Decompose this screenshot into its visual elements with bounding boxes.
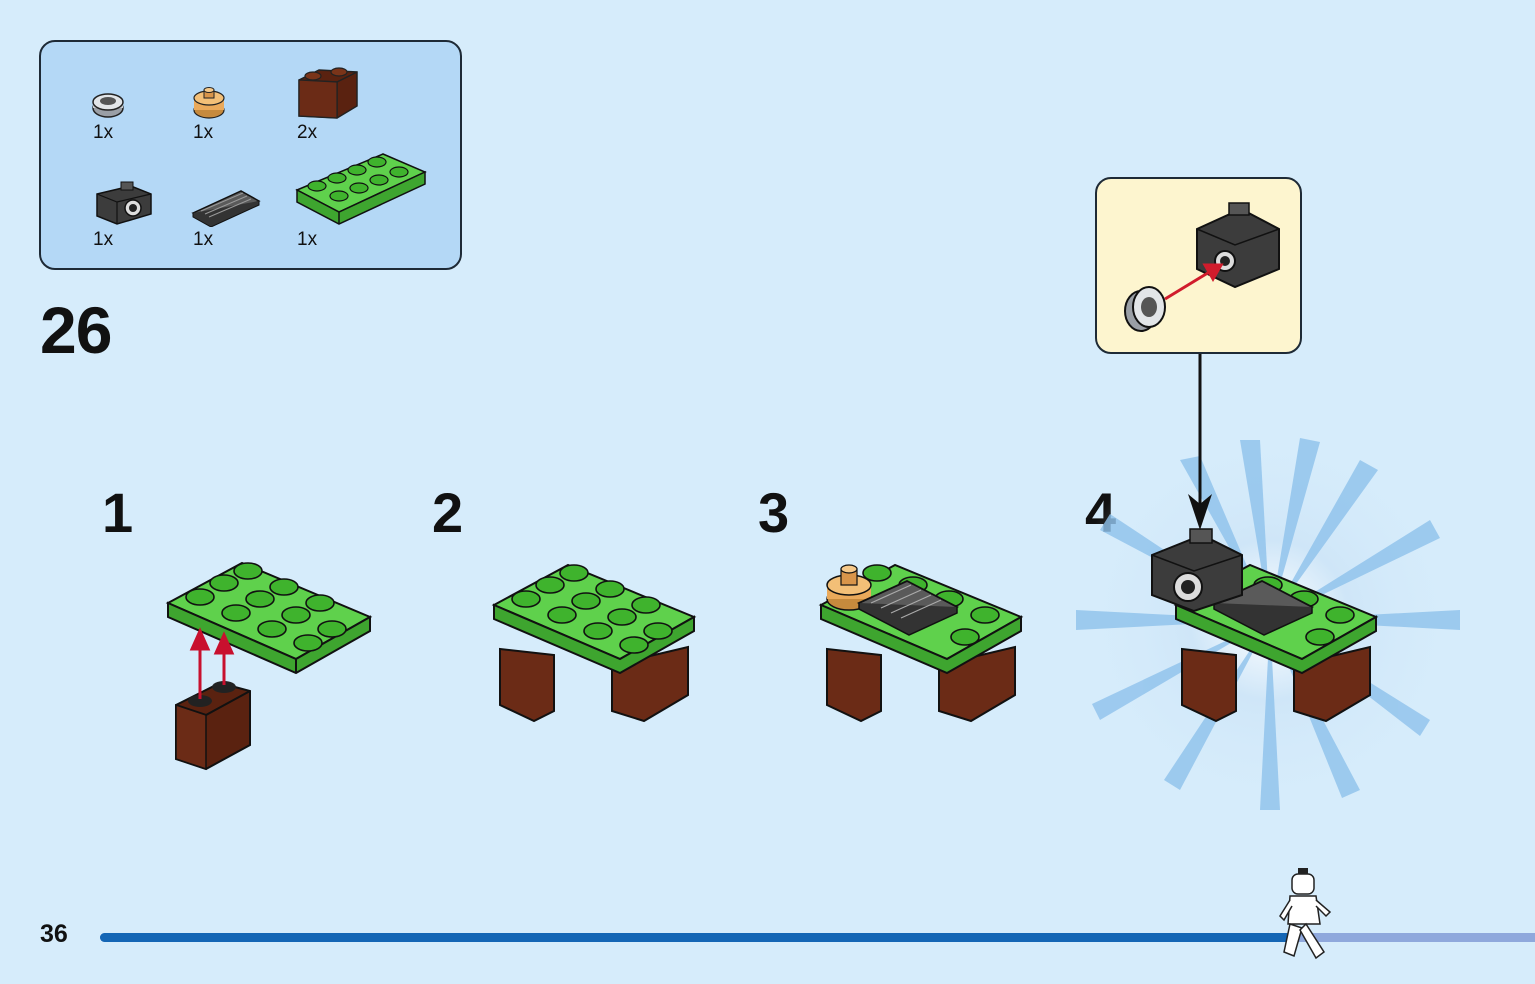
- part-quantity: 1x: [193, 229, 214, 250]
- substep-number: 1: [102, 481, 134, 544]
- minifigure-icon: [1279, 868, 1332, 960]
- parts-list-box: 1x 1x 2x 1x: [39, 40, 462, 270]
- part-quantity: 2x: [297, 122, 318, 143]
- substep-2-illustration: [491, 563, 697, 723]
- substep-number: 3: [758, 481, 790, 544]
- substep-number: 2: [432, 481, 464, 544]
- callout-illustration: [1124, 202, 1280, 332]
- part-quantity: 1x: [93, 122, 114, 143]
- progress-bar-fill: [100, 933, 1292, 942]
- part-quantity: 1x: [297, 229, 318, 250]
- substep-1-illustration: [165, 561, 373, 771]
- callout-arrow: [1188, 354, 1212, 530]
- substep-3-illustration: [818, 563, 1024, 723]
- part-quantity: 1x: [193, 122, 214, 143]
- callout-box: [1095, 177, 1302, 354]
- part-quantity: 1x: [93, 229, 114, 250]
- progress-bar: [100, 933, 1535, 942]
- step-number: 26: [40, 293, 112, 367]
- page-number: 36: [40, 920, 68, 948]
- substep-4-illustration: [1151, 528, 1379, 723]
